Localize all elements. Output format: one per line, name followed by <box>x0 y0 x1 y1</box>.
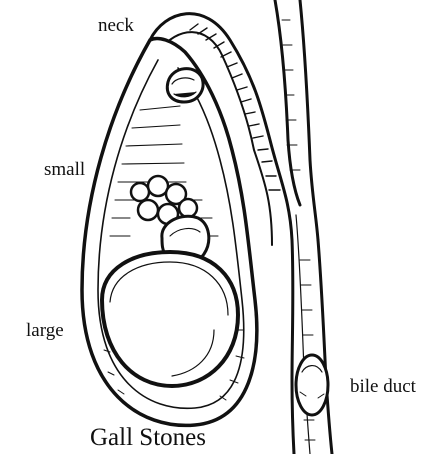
neck-stone <box>167 69 203 102</box>
large-stone <box>102 252 238 386</box>
small-label: small <box>44 160 85 179</box>
bile-duct-stone <box>296 355 328 415</box>
bile-duct-label: bile duct <box>350 377 416 396</box>
large-label: large <box>26 321 64 340</box>
diagram-caption: Gall Stones <box>90 425 206 450</box>
neck-label: neck <box>98 16 134 35</box>
